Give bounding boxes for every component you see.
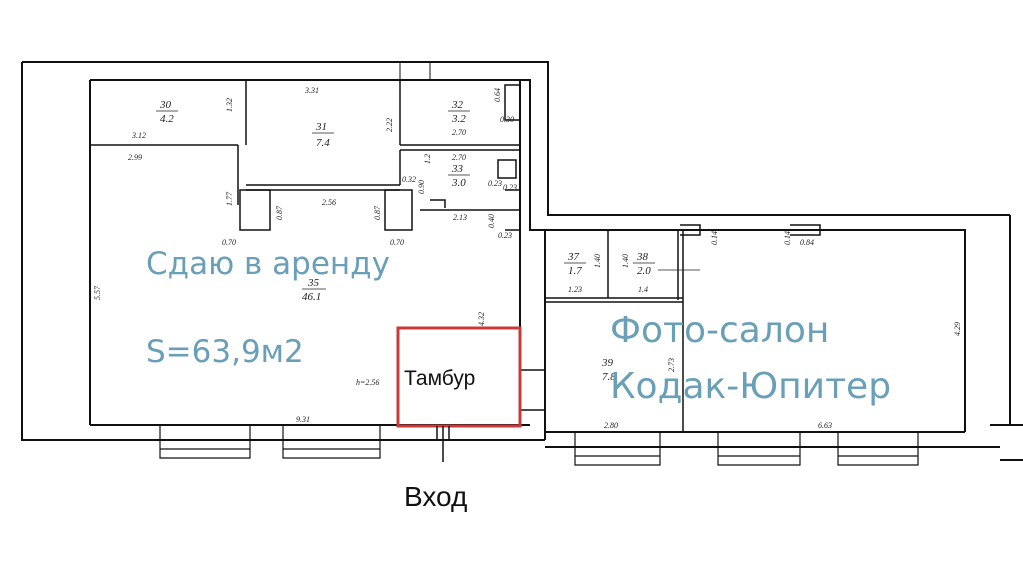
dim-1-32: 1.32 [225, 98, 234, 112]
dim-0-14a: 0.14 [710, 231, 719, 245]
dim-0-40: 0.40 [487, 214, 496, 228]
dim-3-31: 3.31 [304, 86, 319, 95]
dim-2-70a: 2.70 [452, 128, 466, 137]
room-35-num: 35 [307, 277, 320, 289]
dim-0-70a: 0.70 [222, 238, 236, 247]
room-32-num: 32 [451, 99, 464, 111]
dim-2-13: 2.13 [453, 213, 467, 222]
dim-3-12: 3.12 [131, 131, 146, 140]
dim-0-23c: 0.23 [498, 231, 512, 240]
dim-2-80: 2.80 [604, 421, 618, 430]
tambur-box [396, 326, 522, 428]
dim-0-30: 0.30 [500, 115, 514, 124]
dim-0-87a: 0.87 [275, 205, 284, 220]
dim-4-29: 4.29 [953, 322, 962, 336]
windows [159, 425, 919, 466]
dim-1-40a: 1.40 [593, 254, 602, 268]
room-35-area: 46.1 [302, 291, 321, 303]
room-30-area: 4.2 [160, 113, 174, 125]
entrance-label: Вход [404, 481, 467, 512]
dim-6-63: 6.63 [818, 421, 832, 430]
room-37-area: 1.7 [568, 265, 582, 277]
room-39-num: 39 [601, 357, 614, 369]
dim-1-77: 1.77 [225, 191, 234, 206]
room-37-num: 37 [567, 251, 580, 263]
tambur-label: Тамбур [404, 367, 475, 390]
dim-0-84: 0.84 [800, 238, 814, 247]
dim-0-14b: 0.14 [783, 231, 792, 245]
room-31-area: 7.4 [316, 137, 330, 149]
dim-0-23b: 0.23 [503, 183, 517, 192]
room-32-area: 3.2 [451, 113, 466, 125]
dim-1-2: 1.2 [423, 154, 432, 164]
salon-name-line2: Кодак-Юпитер [610, 366, 891, 407]
dim-0-70b: 0.70 [390, 238, 404, 247]
dim-5-57: 5.57 [93, 285, 102, 300]
room-31-num: 31 [315, 121, 327, 133]
dim-9-31: 9.31 [296, 415, 310, 424]
room-labels: 30 4.2 31 7.4 32 3.2 33 3.0 35 46.1 37 1… [156, 99, 700, 383]
ceiling-height: h=2.56 [356, 378, 379, 387]
dim-1-23: 1.23 [568, 285, 582, 294]
dim-0-64: 0.64 [493, 88, 502, 102]
interior-walls [90, 80, 821, 432]
dim-0-90: 0.90 [417, 180, 426, 194]
dim-0-32: 0.32 [402, 175, 416, 184]
dim-2-22: 2.22 [385, 118, 394, 132]
room-39-area: 7.8 [602, 371, 616, 383]
rent-area: S=63,9м2 [146, 334, 304, 370]
top-window-markers [399, 62, 431, 80]
room-30-num: 30 [159, 99, 172, 111]
dim-4-32: 4.32 [477, 312, 486, 326]
room-38-area: 2.0 [637, 265, 651, 277]
dim-2-73: 2.73 [667, 358, 676, 372]
room-33-area: 3.0 [451, 177, 466, 189]
dim-2-70b: 2.70 [452, 153, 466, 162]
dim-1-4: 1.4 [638, 285, 648, 294]
dim-0-23a: 0.23 [488, 179, 502, 188]
dim-2-56: 2.56 [322, 198, 336, 207]
rent-title: Сдаю в аренду [146, 246, 390, 282]
dim-0-87b: 0.87 [373, 205, 382, 220]
room-38-num: 38 [636, 251, 649, 263]
salon-name-line1: Фото-салон [610, 310, 829, 351]
dimension-labels: 3.31 1.32 3.12 2.99 2.22 2.70 2.70 0.64 … [93, 86, 962, 430]
dim-1-40b: 1.40 [621, 254, 630, 268]
dim-2-99: 2.99 [128, 153, 142, 162]
entrance-line [436, 426, 450, 462]
room-33-num: 33 [451, 163, 464, 175]
